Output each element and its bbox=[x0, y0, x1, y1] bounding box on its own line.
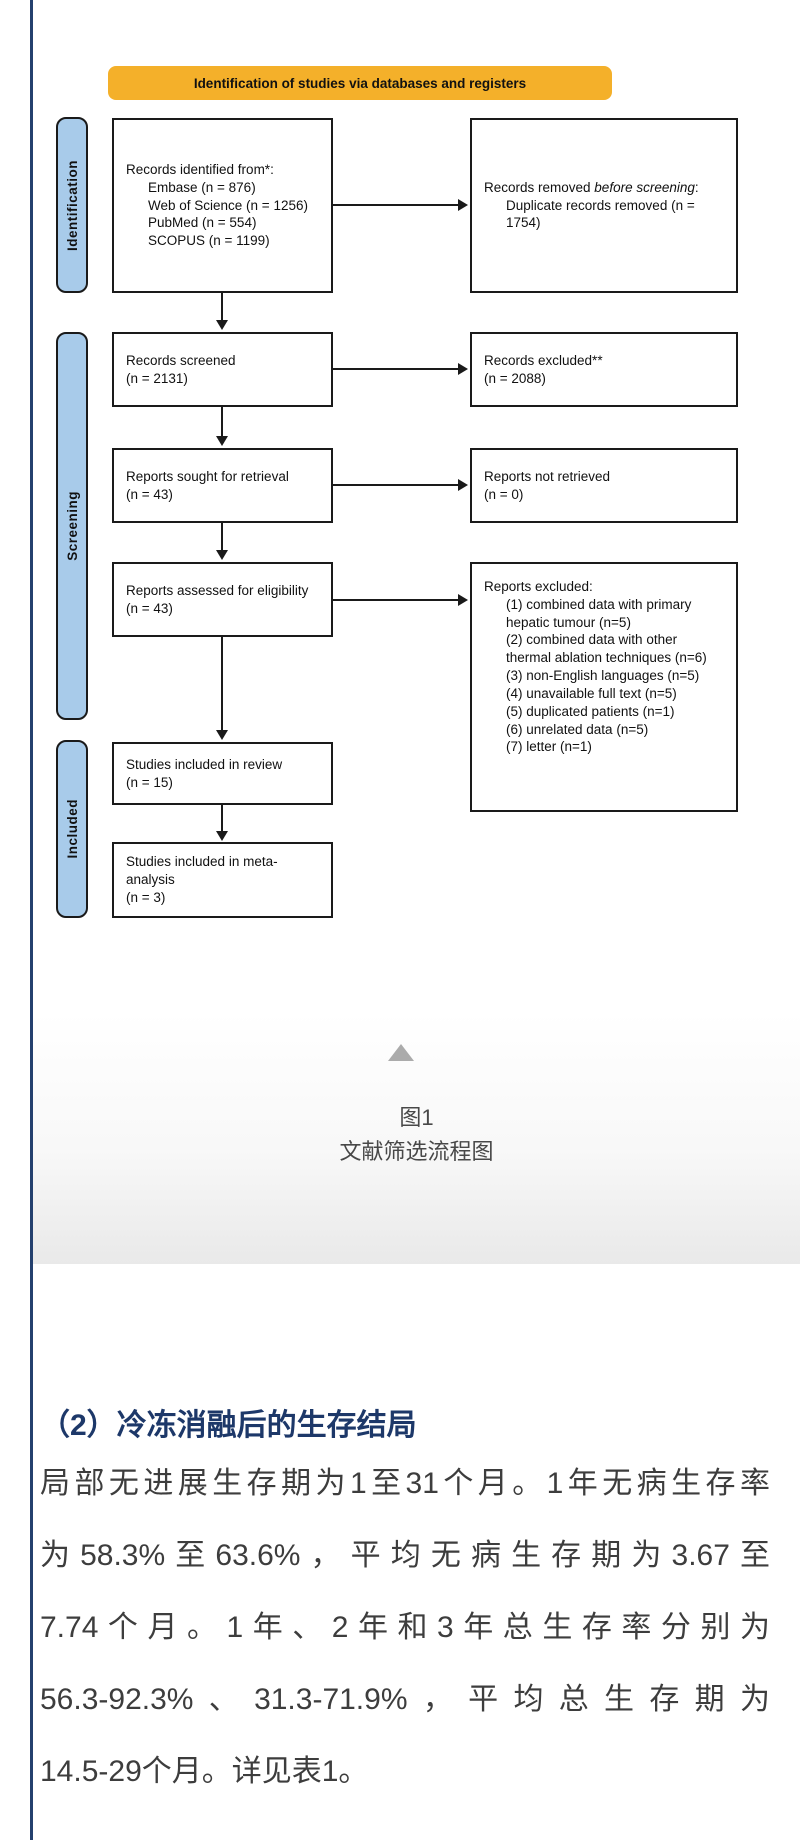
flowchart-banner: Identification of studies via databases … bbox=[108, 66, 612, 100]
box-reports-sought: Reports sought for retrieval (n = 43) bbox=[112, 448, 333, 523]
reports-excluded-items: (1) combined data with primary hepatic t… bbox=[484, 596, 712, 756]
records-removed-title: Records removed before screening: bbox=[484, 179, 726, 197]
box-studies-included-review: Studies included in review (n = 15) bbox=[112, 742, 333, 805]
arrowhead-right-icon bbox=[458, 363, 468, 375]
records-removed-pre: Records removed bbox=[484, 179, 595, 195]
figure-fade-band bbox=[33, 1012, 800, 1264]
stage-identification-label: Identification bbox=[64, 159, 80, 251]
arrow-assessed-to-reasons bbox=[333, 599, 460, 601]
records-excluded-label: Records excluded** bbox=[484, 352, 603, 368]
list-item: 为58.3%至63.6%，平均无病生存期为3.67至 bbox=[40, 1539, 770, 1572]
list-item: 56.3-92.3%、31.3-71.9%，平均总生存期为 bbox=[40, 1683, 770, 1716]
records-screened-label: Records screened bbox=[126, 352, 236, 368]
arrowhead-down-icon bbox=[216, 550, 228, 560]
reports-assessed-label: Reports assessed for eligibility bbox=[126, 582, 309, 598]
records-excluded-count: (n = 2088) bbox=[484, 370, 546, 386]
records-identified-title: Records identified from*: bbox=[126, 161, 274, 177]
arrow-assessed-to-review bbox=[221, 637, 223, 731]
box-reports-not-retrieved: Reports not retrieved (n = 0) bbox=[470, 448, 738, 523]
arrowhead-down-icon bbox=[216, 320, 228, 330]
arrowhead-down-icon bbox=[216, 730, 228, 740]
list-item: (1) combined data with primary hepatic t… bbox=[506, 596, 692, 630]
arrowhead-down-icon bbox=[216, 436, 228, 446]
records-identified-items: Embase (n = 876) Web of Science (n = 1256… bbox=[126, 179, 321, 250]
stage-identification: Identification bbox=[56, 117, 88, 293]
arrow-sought-to-assessed bbox=[221, 523, 223, 551]
arrow-screened-to-excluded bbox=[333, 368, 460, 370]
list-item: Web of Science (n = 1256) bbox=[148, 197, 308, 213]
list-item: (4) unavailable full text (n=5) bbox=[506, 685, 677, 701]
arrowhead-down-icon bbox=[216, 831, 228, 841]
arrow-identified-to-screened bbox=[221, 293, 223, 321]
records-removed-items: Duplicate records removed (n = 1754) bbox=[484, 197, 726, 233]
box-records-identified: Records identified from*: Embase (n = 87… bbox=[112, 118, 333, 293]
arrow-sought-to-notretrieved bbox=[333, 484, 460, 486]
studies-included-meta-label: Studies included in meta-analysis bbox=[126, 854, 278, 888]
stage-included-label: Included bbox=[64, 799, 80, 859]
reports-not-retrieved-count: (n = 0) bbox=[484, 486, 524, 502]
box-records-excluded: Records excluded** (n = 2088) bbox=[470, 332, 738, 407]
section-heading: （2）冷冻消融后的生存结局 bbox=[40, 1409, 417, 1442]
box-studies-included-meta: Studies included in meta-analysis (n = 3… bbox=[112, 842, 333, 918]
arrow-screened-to-sought bbox=[221, 407, 223, 437]
figure-title: 文献筛选流程图 bbox=[339, 1139, 494, 1164]
body-paragraph: 局部无进展生存期为1至31个月。1年无病生存率为58.3%至63.6%，平均无病… bbox=[40, 1448, 770, 1808]
list-item: (3) non-English languages (n=5) bbox=[506, 668, 700, 684]
reports-excluded-title: Reports excluded: bbox=[484, 579, 593, 594]
list-item: Embase (n = 876) bbox=[148, 179, 256, 195]
box-records-removed: Records removed before screening: Duplic… bbox=[470, 118, 738, 293]
list-item: Duplicate records removed (n = 1754) bbox=[506, 197, 695, 231]
list-item: 14.5-29个月。详见表1。 bbox=[40, 1755, 369, 1788]
box-reports-assessed: Reports assessed for eligibility (n = 43… bbox=[112, 562, 333, 637]
collapse-figure-icon[interactable] bbox=[388, 1044, 414, 1061]
arrow-identified-to-removed bbox=[333, 204, 460, 206]
list-item: (7) letter (n=1) bbox=[506, 739, 592, 755]
list-item: 7.74个月。1年、2年和3年总生存率分别为 bbox=[40, 1611, 770, 1644]
records-screened-count: (n = 2131) bbox=[126, 370, 188, 386]
records-removed-post: : bbox=[694, 179, 699, 195]
list-item: (2) combined data with other thermal abl… bbox=[506, 632, 707, 666]
arrowhead-right-icon bbox=[458, 479, 468, 491]
list-item: 局部无进展生存期为1至31个月。1年无病生存率 bbox=[40, 1467, 770, 1500]
studies-included-meta-count: (n = 3) bbox=[126, 889, 166, 905]
studies-included-review-label: Studies included in review bbox=[126, 756, 283, 772]
reports-sought-label: Reports sought for retrieval bbox=[126, 468, 289, 484]
stage-screening: Screening bbox=[56, 332, 88, 720]
arrowhead-right-icon bbox=[458, 199, 468, 211]
studies-included-review-count: (n = 15) bbox=[126, 774, 173, 790]
list-item: (6) unrelated data (n=5) bbox=[506, 721, 649, 737]
page-left-accent-bar bbox=[30, 0, 33, 1840]
arrow-review-to-meta bbox=[221, 805, 223, 832]
box-records-screened: Records screened (n = 2131) bbox=[112, 332, 333, 407]
figure-label: 图1 bbox=[399, 1105, 434, 1130]
stage-included: Included bbox=[56, 740, 88, 918]
records-removed-italic: before screening bbox=[594, 179, 695, 195]
reports-sought-count: (n = 43) bbox=[126, 486, 173, 502]
list-item: SCOPUS (n = 1199) bbox=[148, 233, 270, 249]
reports-not-retrieved-label: Reports not retrieved bbox=[484, 468, 611, 484]
list-item: PubMed (n = 554) bbox=[148, 215, 257, 231]
reports-assessed-count: (n = 43) bbox=[126, 600, 173, 616]
arrowhead-right-icon bbox=[458, 594, 468, 606]
stage-screening-label: Screening bbox=[64, 491, 80, 561]
list-item: (5) duplicated patients (n=1) bbox=[506, 703, 675, 719]
box-reports-excluded-reasons: Reports excluded: (1) combined data with… bbox=[470, 562, 738, 812]
